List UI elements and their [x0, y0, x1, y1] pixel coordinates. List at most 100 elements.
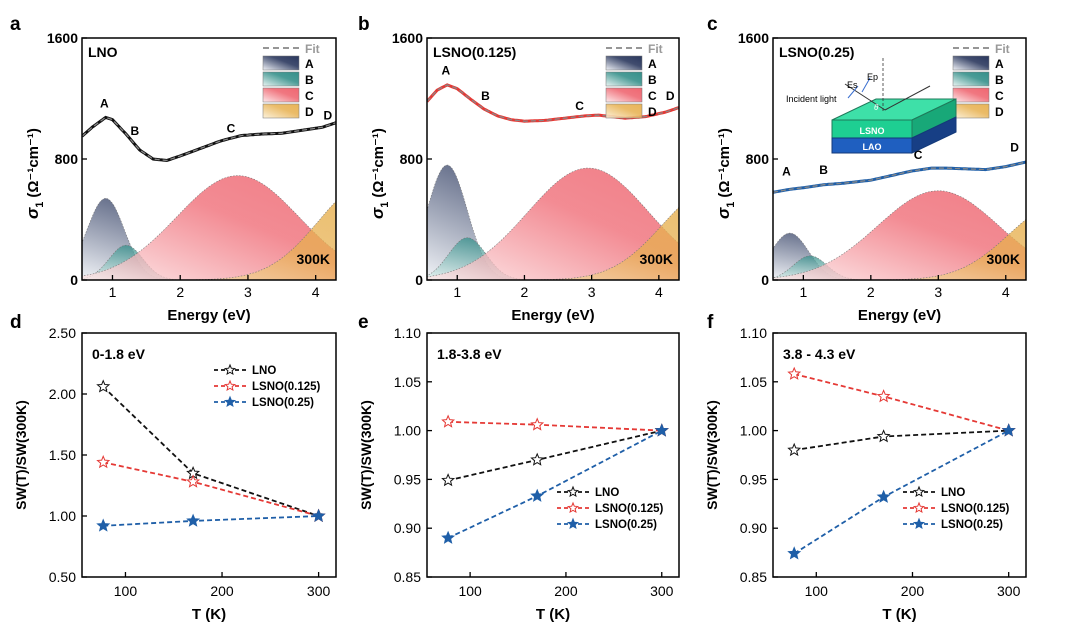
x-tick-label: 100: [458, 583, 482, 599]
legend-swatch-d: [262, 103, 300, 119]
plot-frame: [426, 332, 680, 578]
data-point-marker: [441, 530, 456, 544]
series-line: [793, 429, 1010, 555]
x-axis-label: Energy (eV): [167, 307, 250, 324]
data-point-marker: [876, 389, 891, 403]
peak-label-c: C: [227, 122, 236, 136]
y-tick-label: 0.90: [394, 520, 421, 536]
series-line: [103, 515, 319, 527]
data-curve: [82, 115, 336, 163]
legend-swatch-b: [605, 71, 643, 87]
legend-label: LNO: [595, 487, 619, 499]
legend-swatch-c: [605, 87, 643, 103]
data-point-marker: [441, 414, 456, 428]
energy-range-label: 0-1.8 eV: [92, 346, 146, 362]
y-tick-label: 0.95: [740, 471, 767, 487]
x-axis-label: Energy (eV): [858, 307, 941, 324]
legend-label-c: C: [648, 89, 657, 103]
legend-label: LSNO(0.125): [941, 503, 1010, 515]
y-tick-label: 0.85: [394, 569, 421, 585]
legend-marker: [566, 501, 580, 514]
legend-marker: [223, 379, 237, 392]
y-label-symbol: σ: [23, 207, 42, 219]
y-tick-label: 0: [761, 272, 769, 288]
inset-es-label: Es: [847, 80, 858, 90]
legend-label-a: A: [305, 57, 314, 71]
x-tick-label: 4: [655, 284, 663, 300]
peak-label-a: A: [782, 165, 791, 179]
series-1: [96, 454, 326, 522]
x-tick-label: 1: [453, 284, 461, 300]
data-point-marker: [876, 429, 891, 443]
x-axis-label: Energy (eV): [511, 307, 594, 324]
x-tick-label: 200: [554, 583, 578, 599]
y-tick-label: 0.90: [740, 520, 767, 536]
y-tick-label: 1.50: [49, 447, 76, 463]
x-axis-label: T (K): [882, 606, 916, 623]
y-tick-label: 800: [400, 151, 424, 167]
y-tick-label: 1.10: [740, 325, 767, 341]
data-point-marker: [96, 379, 111, 393]
y-tick-label: 1600: [47, 30, 78, 46]
y-tick-label: 1.05: [394, 374, 421, 390]
x-tick-label: 1: [109, 284, 117, 300]
data-point-marker: [186, 513, 201, 527]
data-point-marker: [787, 366, 802, 380]
data-point-marker: [787, 442, 802, 457]
series-line: [447, 429, 663, 482]
x-tick-label: 1: [799, 284, 807, 300]
legend-swatch-b: [952, 71, 990, 87]
y-tick-label: 2.50: [49, 325, 76, 341]
sample-title: LSNO(0.25): [779, 44, 854, 60]
y-label-symbol: σ: [368, 207, 387, 219]
x-tick-label: 2: [521, 284, 529, 300]
legend-swatch-a: [262, 55, 300, 71]
x-tick-label: 3: [588, 284, 596, 300]
y-axis-label: σ1(Ω⁻¹cm⁻¹): [368, 128, 391, 219]
y-axis-label: SW(T)/SW(300K): [13, 400, 29, 510]
y-label-symbol: σ: [714, 207, 733, 219]
y-tick-label: 0.95: [394, 471, 421, 487]
legend-marker: [223, 363, 237, 376]
energy-range-label: 1.8-3.8 eV: [437, 346, 502, 362]
x-tick-label: 300: [997, 583, 1021, 599]
panel-letter: b: [358, 14, 370, 35]
x-tick-label: 300: [650, 583, 674, 599]
data-point-marker: [787, 546, 802, 560]
data-point-marker: [1001, 423, 1016, 437]
legend-fit-label: Fit: [648, 42, 663, 56]
series-1: [441, 414, 669, 437]
data-curve: [773, 160, 1026, 194]
sample-title: LNO: [88, 44, 118, 60]
legend-label-b: B: [305, 73, 314, 87]
data-point-marker: [530, 452, 545, 466]
x-tick-label: 2: [867, 284, 875, 300]
y-tick-label: 1.05: [740, 374, 767, 390]
peak-label-a: A: [441, 63, 450, 77]
y-tick-label: 1.00: [740, 423, 767, 439]
legend-swatch-d: [605, 103, 643, 119]
peak-areas: [773, 160, 1026, 280]
x-tick-label: 100: [114, 583, 138, 599]
y-tick-label: 0.50: [49, 569, 76, 585]
y-axis-label: σ1(Ω⁻¹cm⁻¹): [23, 128, 46, 219]
legend-fit-label: Fit: [305, 42, 320, 56]
data-point-marker: [311, 508, 326, 522]
plot-frame: [81, 332, 337, 578]
legend-label: LSNO(0.25): [941, 519, 1003, 531]
peak-label-b: B: [130, 124, 139, 138]
peak-label-a: A: [100, 97, 109, 111]
legend-marker: [912, 485, 926, 498]
y-tick-label: 800: [55, 151, 79, 167]
series-line: [448, 420, 662, 432]
x-tick-label: 4: [312, 284, 320, 300]
y-tick-label: 1600: [738, 30, 769, 46]
energy-range-label: 3.8 - 4.3 eV: [783, 346, 856, 362]
inset-incident-label: Incident light: [786, 94, 837, 104]
